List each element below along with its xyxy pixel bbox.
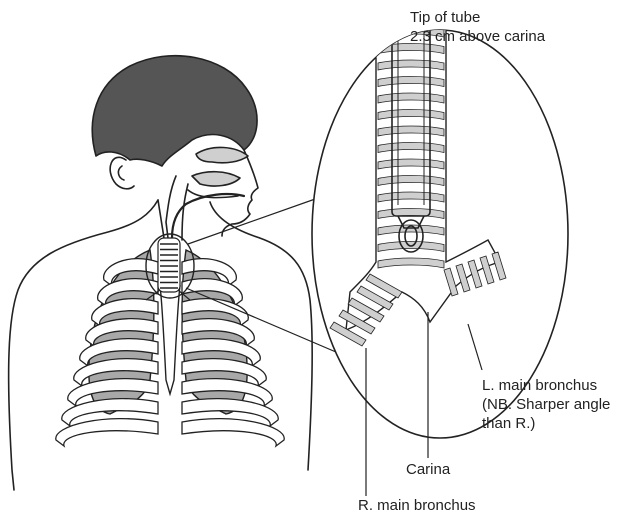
right-bronchus-label-text: R. main bronchus	[358, 497, 476, 514]
sternum	[160, 286, 180, 394]
carina-label: Carina	[406, 460, 450, 479]
ear	[110, 157, 134, 188]
left-main-bronchus-label: L. main bronchus (NB. Sharper angle than…	[482, 376, 610, 433]
left-bronchus-line1: L. main bronchus	[482, 376, 610, 395]
trachea-cartilage-rings	[378, 27, 444, 268]
tip-label-line1: Tip of tube	[410, 8, 545, 27]
tip-label-line2: 2.3 cm above carina	[410, 27, 545, 46]
pharynx	[166, 176, 176, 238]
right-main-bronchus-label: R. main bronchus	[358, 496, 476, 515]
rib	[56, 419, 158, 446]
nasal-cavity	[196, 147, 248, 162]
rib	[182, 419, 284, 446]
left-bronchus-line2: (NB. Sharper angle	[482, 395, 610, 414]
tip-of-tube-label: Tip of tube 2.3 cm above carina	[410, 8, 545, 46]
carina-label-text: Carina	[406, 461, 450, 478]
left-bronchus-line3: than R.)	[482, 414, 610, 433]
